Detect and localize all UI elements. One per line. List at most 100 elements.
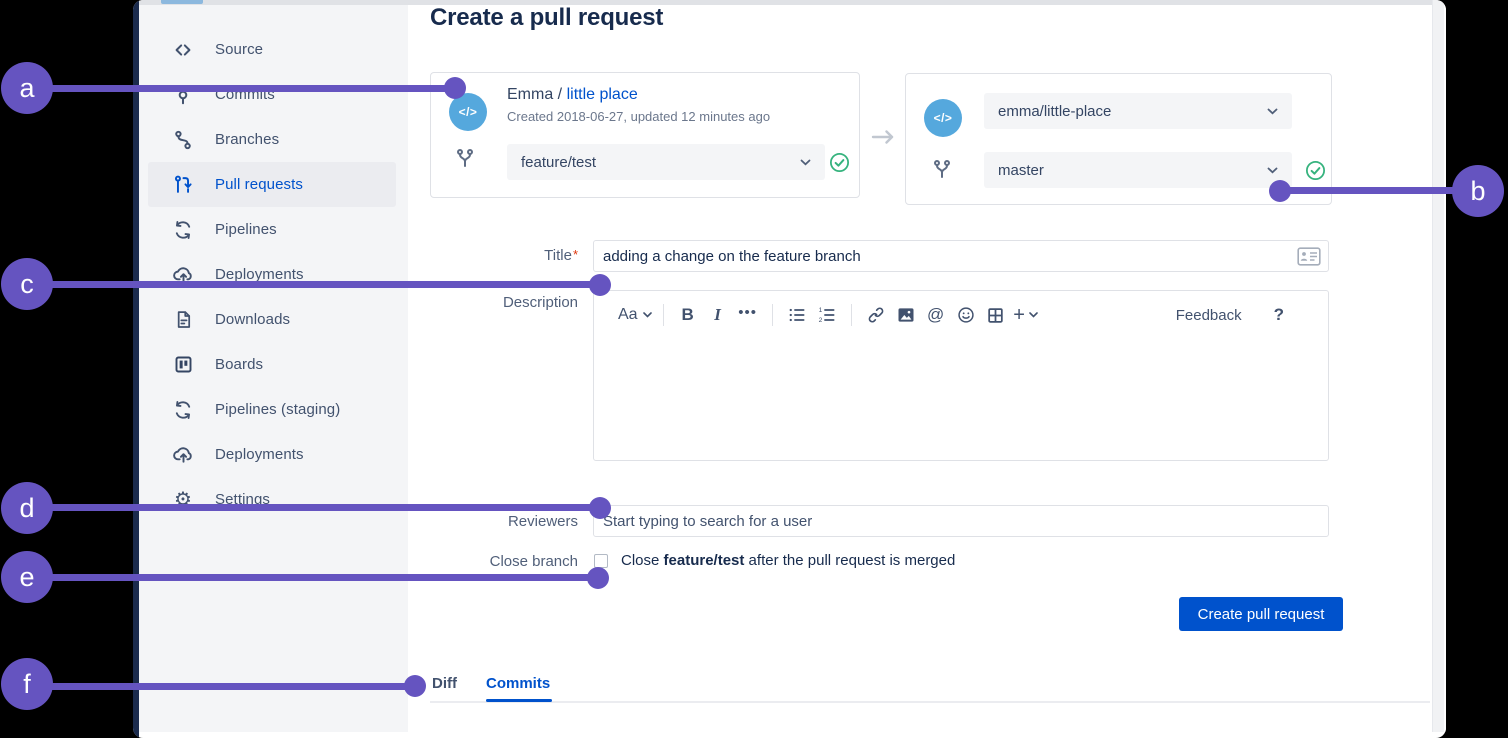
annotation-line-f xyxy=(48,683,415,690)
plus-icon: + xyxy=(1013,303,1025,326)
page-title: Create a pull request xyxy=(430,4,664,31)
emoji-button[interactable] xyxy=(953,301,979,329)
description-textarea[interactable] xyxy=(594,333,1328,453)
sidebar-item-commits[interactable]: Commits xyxy=(148,72,396,117)
sidebar-item-pull-requests[interactable]: Pull requests xyxy=(148,162,396,207)
annotation-line-b xyxy=(1280,187,1458,194)
italic-button[interactable]: I xyxy=(714,305,721,324)
sidebar-item-label: Pull requests xyxy=(215,176,304,193)
chevron-down-icon xyxy=(642,312,652,318)
feedback-link[interactable]: Feedback xyxy=(1175,306,1242,324)
code-avatar-icon: </> xyxy=(933,111,953,125)
toolbar-divider xyxy=(850,304,852,326)
source-branch-value: feature/test xyxy=(521,153,597,171)
source-branch-select[interactable]: feature/test xyxy=(507,144,825,180)
sidebar-item-label: Source xyxy=(215,41,264,58)
destination-branch-select[interactable]: master xyxy=(984,152,1292,188)
chevron-down-icon xyxy=(1029,312,1038,318)
branch-valid-check-icon xyxy=(1305,160,1326,181)
annotation-dot-b xyxy=(1269,180,1291,202)
code-avatar-icon: </> xyxy=(458,105,478,119)
pipelines-icon xyxy=(171,398,195,422)
close-branch-label: Close branch xyxy=(489,553,578,570)
sidebar-item-settings[interactable]: ⚙ Settings xyxy=(148,477,396,522)
bullet-list-button[interactable] xyxy=(784,301,810,329)
sidebar-item-deployments[interactable]: Deployments xyxy=(148,252,396,297)
title-label: Title* xyxy=(544,247,578,264)
sidebar-item-label: Pipelines (staging) xyxy=(215,401,341,418)
breadcrumb-separator: / xyxy=(553,86,567,103)
tab-commits[interactable]: Commits xyxy=(486,675,551,692)
source-branch-card: </> Emma / little place Created 2018-06-… xyxy=(430,72,860,198)
bold-button[interactable]: B xyxy=(681,305,694,324)
repo-breadcrumb: Emma / little place xyxy=(507,86,638,104)
annotation-marker-f: f xyxy=(1,658,53,710)
annotation-marker-a: a xyxy=(1,62,53,114)
top-logo-fragment xyxy=(161,0,203,4)
annotation-marker-c: c xyxy=(1,258,53,310)
close-branch-checkbox[interactable] xyxy=(594,554,608,568)
destination-branch-card: </> emma/little-place master xyxy=(905,73,1332,205)
vertical-scrollbar[interactable] xyxy=(1432,0,1444,732)
annotation-marker-b: b xyxy=(1452,165,1504,217)
sidebar-item-pipelines[interactable]: Pipelines xyxy=(148,207,396,252)
annotation-line-a xyxy=(48,85,455,92)
reviewers-label: Reviewers xyxy=(507,513,578,530)
annotation-dot-c xyxy=(589,274,611,296)
active-tab-underline xyxy=(486,699,552,702)
close-branch-text: Close feature/test after the pull reques… xyxy=(621,552,956,569)
title-input[interactable] xyxy=(593,240,1329,272)
annotation-line-c xyxy=(48,281,600,288)
sidebar-item-source[interactable]: Source xyxy=(148,27,396,72)
sidebar-item-deployments-2[interactable]: Deployments xyxy=(148,432,396,477)
annotation-line-d xyxy=(48,504,600,511)
mention-button[interactable]: @ xyxy=(926,305,945,324)
sidebar-item-downloads[interactable]: Downloads xyxy=(148,297,396,342)
branch-icon xyxy=(453,147,477,171)
more-formatting-button[interactable]: ••• xyxy=(738,303,757,321)
repo-owner: Emma xyxy=(507,86,554,103)
chevron-down-icon xyxy=(1267,108,1278,115)
chevron-down-icon xyxy=(1267,167,1278,174)
repo-link[interactable]: little place xyxy=(566,86,638,103)
text-style-label: Aa xyxy=(618,306,638,323)
chevron-down-icon xyxy=(800,159,811,166)
branches-icon xyxy=(171,128,195,152)
source-icon xyxy=(171,38,195,62)
reviewers-input[interactable] xyxy=(593,505,1329,537)
sidebar-item-label: Boards xyxy=(215,356,264,373)
svg-text:1: 1 xyxy=(818,307,822,314)
help-button[interactable]: ? xyxy=(1273,305,1284,324)
toolbar-divider xyxy=(662,304,664,326)
annotation-dot-f xyxy=(404,675,426,697)
image-button[interactable] xyxy=(893,301,919,329)
tab-diff[interactable]: Diff xyxy=(432,675,457,692)
destination-repo-select[interactable]: emma/little-place xyxy=(984,93,1292,129)
global-navigation-rail xyxy=(133,0,139,738)
insert-more-button[interactable]: + xyxy=(1013,301,1039,329)
deployments-cloud-icon xyxy=(171,263,195,287)
sidebar-item-label: Pipelines xyxy=(215,221,277,238)
sidebar-item-label: Downloads xyxy=(215,311,291,328)
sidebar-item-boards[interactable]: Boards xyxy=(148,342,396,387)
link-button[interactable] xyxy=(863,301,889,329)
annotation-marker-d: d xyxy=(1,482,53,534)
destination-branch-value: master xyxy=(998,161,1044,179)
create-pull-request-button[interactable]: Create pull request xyxy=(1179,597,1343,631)
deployments-cloud-icon xyxy=(171,443,195,467)
annotation-dot-e xyxy=(587,567,609,589)
table-button[interactable] xyxy=(983,301,1009,329)
sidebar-item-branches[interactable]: Branches xyxy=(148,117,396,162)
boards-icon xyxy=(171,353,195,377)
repo-avatar: </> xyxy=(449,93,487,131)
tabs-divider xyxy=(430,701,1430,703)
arrow-right-icon xyxy=(870,125,896,149)
branch-valid-check-icon xyxy=(829,152,850,173)
sidebar-item-pipelines-staging[interactable]: Pipelines (staging) xyxy=(148,387,396,432)
contact-card-icon xyxy=(1297,247,1321,266)
text-style-button[interactable]: Aa xyxy=(618,301,652,329)
